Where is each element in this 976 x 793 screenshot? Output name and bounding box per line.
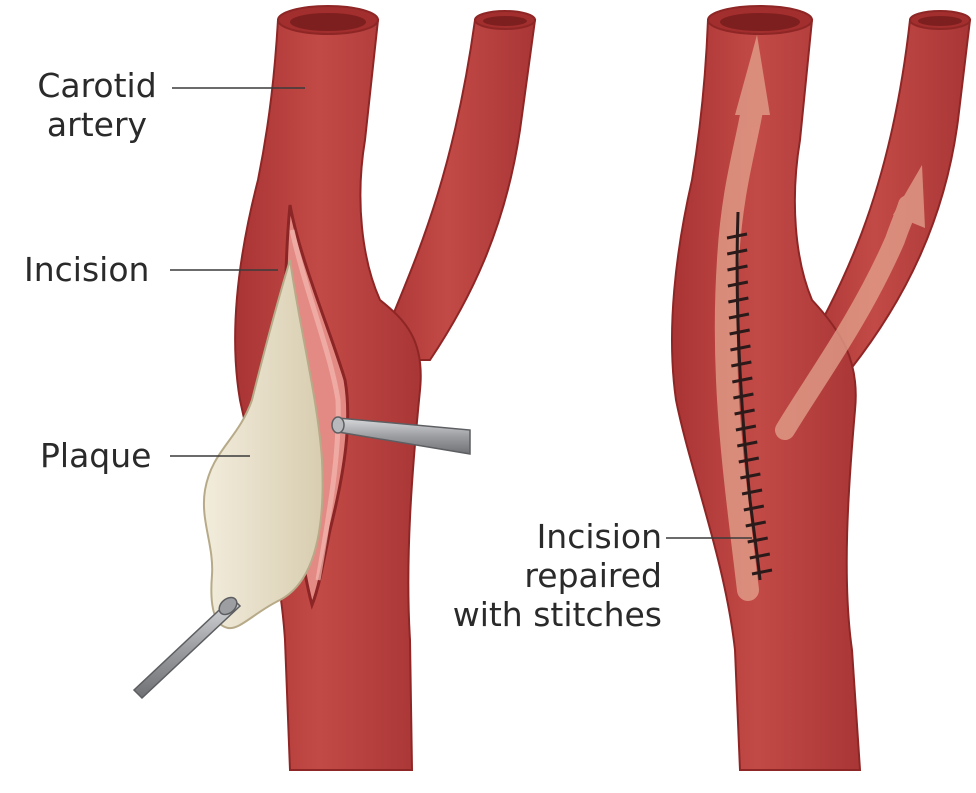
left-artery bbox=[134, 6, 535, 770]
left-artery-external-branch bbox=[375, 20, 535, 360]
carotid-label-line1: Carotid bbox=[26, 66, 168, 105]
right-artery bbox=[672, 6, 970, 770]
plaque-label: Plaque bbox=[40, 436, 151, 475]
surgical-probe-icon bbox=[134, 594, 240, 698]
carotid-artery-label: Carotid artery bbox=[26, 66, 168, 144]
repaired-label-line3: with stitches bbox=[420, 595, 662, 634]
carotid-label-line2: artery bbox=[26, 105, 168, 144]
incision-label: Incision bbox=[24, 250, 149, 289]
incision-repaired-label: Incision repaired with stitches bbox=[420, 517, 662, 634]
repaired-label-line2: repaired bbox=[420, 556, 662, 595]
right-artery-trunk bbox=[672, 20, 860, 770]
repaired-label-line1: Incision bbox=[420, 517, 662, 556]
